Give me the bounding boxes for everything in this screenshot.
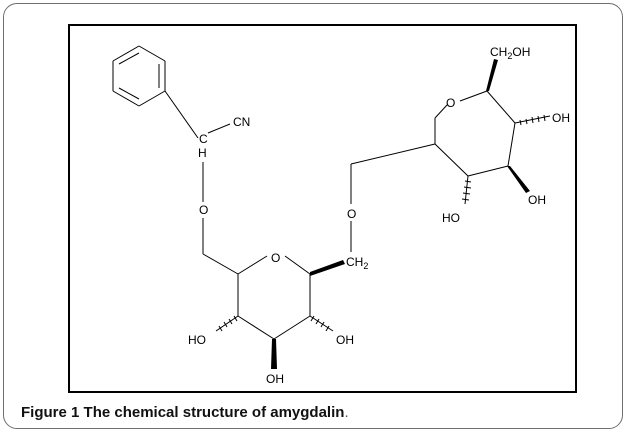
wedge-oh-bottom <box>271 339 277 369</box>
atom-ch2: CH2 <box>346 255 368 271</box>
atom-oh-bottom: OH <box>266 372 284 386</box>
figure-panel: C CN H O O CH2 O <box>3 3 623 429</box>
atom-o-link2: O <box>347 207 356 221</box>
nitrile-bond <box>207 123 231 134</box>
phenyl-bond <box>164 90 199 139</box>
atom-o-ring1: O <box>271 251 280 265</box>
atom-ch2oh: CH2OH <box>490 45 530 61</box>
figure-period: . <box>344 404 349 421</box>
lower-glucose-ring <box>237 255 311 340</box>
hash-oh-left <box>215 315 239 332</box>
amygdalin-structure: C CN H O O CH2 O <box>68 24 577 393</box>
hash-oh-upper-left <box>461 175 472 205</box>
atom-o-ring2: O <box>446 96 455 110</box>
upper-glucose-ring <box>434 90 516 177</box>
atom-cn: CN <box>233 115 250 129</box>
atom-o-link1: O <box>199 203 208 217</box>
benzene-ring <box>112 45 166 107</box>
figure-title: The chemical structure of amygdalin <box>83 404 345 421</box>
hash-oh-upper-right <box>514 114 551 126</box>
atom-oh-left: HO <box>188 333 206 347</box>
glycosidic-bond <box>350 143 436 165</box>
atom-h: H <box>198 146 207 160</box>
atom-oh-upper-left: HO <box>442 211 460 225</box>
atom-oh-right: OH <box>336 333 354 347</box>
figure-caption: Figure 1 The chemical structure of amygd… <box>21 404 349 421</box>
wedge-ch2oh <box>486 59 498 91</box>
ch2-ring-bond <box>202 253 239 275</box>
wedge-oh-upper-bottom <box>507 166 530 193</box>
atom-oh-upper-right: OH <box>552 111 570 125</box>
wedge-ch2 <box>310 260 345 276</box>
atom-oh-upper-bottom: OH <box>528 193 546 207</box>
molecule-drawing: C CN H O O CH2 O <box>112 45 570 386</box>
atom-c: C <box>199 132 208 146</box>
hash-oh-right <box>309 315 334 332</box>
figure-label: Figure 1 <box>21 404 80 421</box>
